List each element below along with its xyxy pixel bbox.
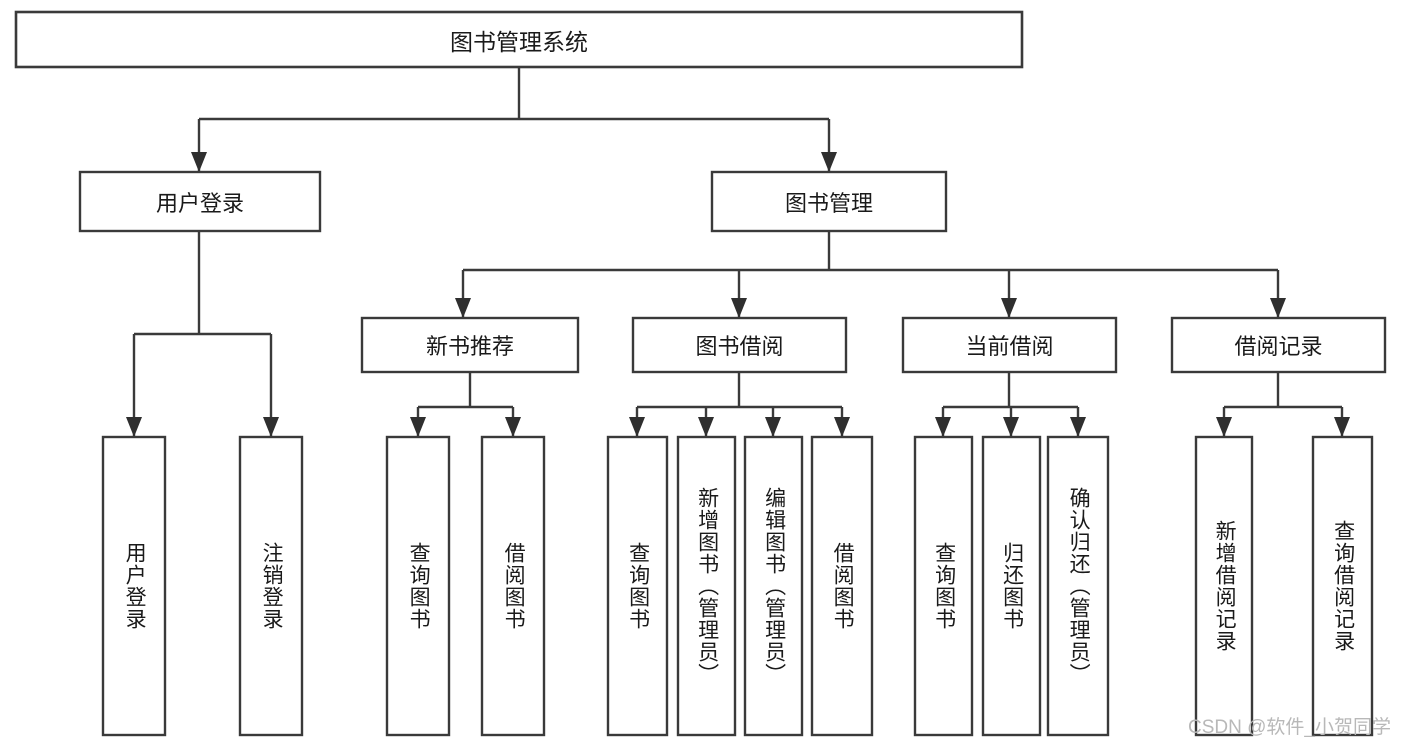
node-leaf-query-book-borrow-rect[interactable] <box>606 435 669 737</box>
current-borrow-drop-arrow-1 <box>1003 417 1019 437</box>
node-user-login-rect[interactable] <box>78 170 322 233</box>
book-borrow-drop-arrow-1 <box>698 417 714 437</box>
node-leaf-add-record[interactable] <box>1194 435 1254 737</box>
node-leaf-add-book-rect[interactable] <box>676 435 737 737</box>
book-borrow-drop-arrow-3 <box>834 417 850 437</box>
node-leaf-borrow-book-rec-rect[interactable] <box>480 435 546 737</box>
node-book-manage[interactable] <box>710 170 948 233</box>
node-leaf-user-login[interactable] <box>101 435 167 737</box>
node-root[interactable] <box>14 10 1024 69</box>
watermark: CSDN @软件_小贺同学 <box>1188 717 1391 738</box>
node-book-borrow[interactable] <box>631 316 848 374</box>
node-new-book-recommend[interactable] <box>360 316 580 374</box>
root-drop-arrow-0 <box>191 152 207 172</box>
login-drop-arrow-0 <box>126 417 142 437</box>
node-leaf-logout-rect[interactable] <box>238 435 304 737</box>
node-book-borrow-rect[interactable] <box>631 316 848 374</box>
node-leaf-query-book-rec[interactable] <box>385 435 451 737</box>
node-borrow-record-rect[interactable] <box>1170 316 1387 374</box>
manage-drop-arrow-2 <box>1001 298 1017 318</box>
node-leaf-return-book-rect[interactable] <box>981 435 1042 737</box>
node-leaf-edit-book[interactable] <box>743 435 804 737</box>
node-root-rect[interactable] <box>14 10 1024 69</box>
node-leaf-add-record-rect[interactable] <box>1194 435 1254 737</box>
borrow-record-drop-arrow-0 <box>1216 417 1232 437</box>
node-leaf-add-book[interactable] <box>676 435 737 737</box>
login-drop-arrow-1 <box>263 417 279 437</box>
node-leaf-query-book-borrow[interactable] <box>606 435 669 737</box>
book-borrow-drop-arrow-0 <box>629 417 645 437</box>
node-current-borrow-rect[interactable] <box>901 316 1118 374</box>
new-book-recommend-drop-arrow-1 <box>505 417 521 437</box>
node-leaf-confirm-return-rect[interactable] <box>1046 435 1110 737</box>
book-borrow-drop-arrow-2 <box>765 417 781 437</box>
node-leaf-user-login-rect[interactable] <box>101 435 167 737</box>
node-leaf-edit-book-rect[interactable] <box>743 435 804 737</box>
node-leaf-confirm-return[interactable] <box>1046 435 1110 737</box>
node-leaf-borrow-book[interactable] <box>810 435 874 737</box>
node-leaf-query-record[interactable] <box>1311 435 1374 737</box>
borrow-record-drop-arrow-1 <box>1334 417 1350 437</box>
node-leaf-borrow-book-rec[interactable] <box>480 435 546 737</box>
node-leaf-query-book-rec-rect[interactable] <box>385 435 451 737</box>
node-leaf-query-book-cur-rect[interactable] <box>913 435 974 737</box>
node-leaf-return-book[interactable] <box>981 435 1042 737</box>
node-book-manage-rect[interactable] <box>710 170 948 233</box>
node-leaf-query-book-cur[interactable] <box>913 435 974 737</box>
current-borrow-drop-arrow-0 <box>935 417 951 437</box>
node-leaf-query-record-rect[interactable] <box>1311 435 1374 737</box>
new-book-recommend-drop-arrow-0 <box>410 417 426 437</box>
current-borrow-drop-arrow-2 <box>1070 417 1086 437</box>
node-borrow-record[interactable] <box>1170 316 1387 374</box>
manage-drop-arrow-0 <box>455 298 471 318</box>
manage-drop-arrow-3 <box>1270 298 1286 318</box>
root-drop-arrow-1 <box>821 152 837 172</box>
node-leaf-logout[interactable] <box>238 435 304 737</box>
node-current-borrow[interactable] <box>901 316 1118 374</box>
manage-drop-arrow-1 <box>731 298 747 318</box>
node-user-login[interactable] <box>78 170 322 233</box>
node-new-book-recommend-rect[interactable] <box>360 316 580 374</box>
node-leaf-borrow-book-rect[interactable] <box>810 435 874 737</box>
